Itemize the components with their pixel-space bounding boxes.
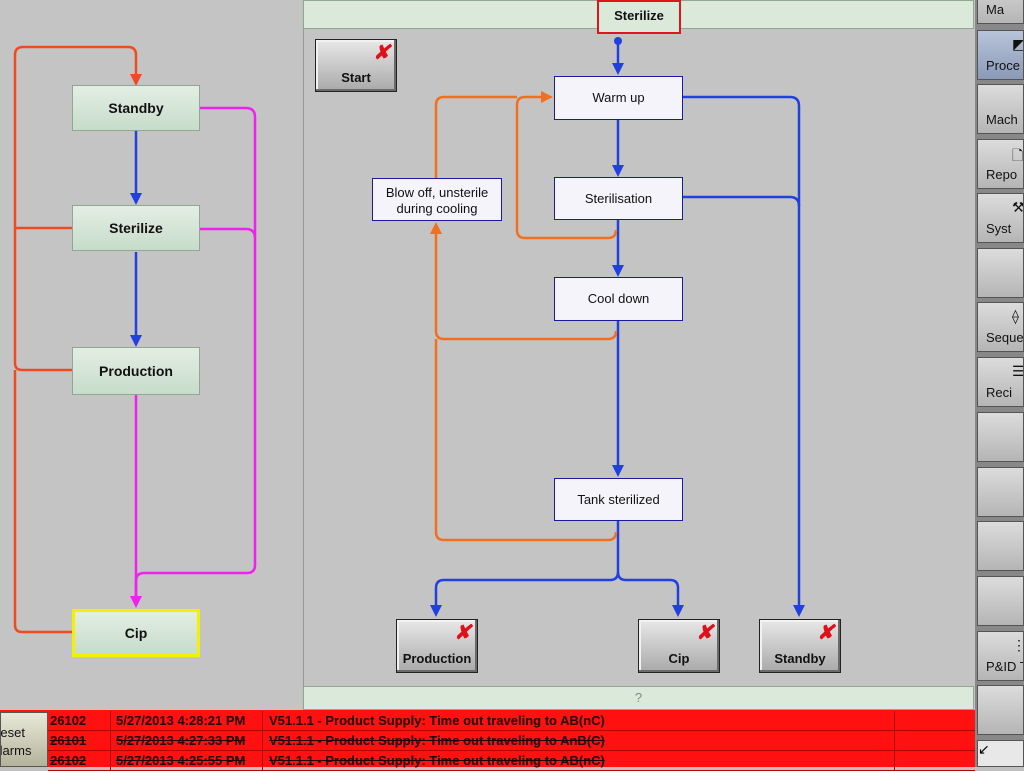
nav-recipe[interactable]: Reci☰ [977,357,1024,407]
alarm-id: 26102 [50,713,87,728]
reset-alarms-button[interactable]: Reset Alarms [0,712,48,767]
nav-system[interactable]: Syst⚒ [977,193,1024,243]
state-standby[interactable]: Standby [72,85,200,131]
nav-blank-5[interactable] [977,576,1024,626]
nav-blank-3[interactable] [977,467,1024,517]
step-tank-sterilized[interactable]: Tank sterilized [554,478,683,521]
nav-sequence[interactable]: Seque⟠ [977,302,1024,352]
reset-alarms-line2: Alarms [0,743,32,758]
help-bar[interactable]: ? [303,686,974,710]
x-mark-icon: ✘ [817,622,834,644]
goto-production-button[interactable]: ✘ Production [396,619,478,673]
alarm-text: V51.1.1 - Product Supply: Time out trave… [269,753,605,768]
nav-blank-4[interactable] [977,521,1024,571]
step-blow-off-line1: Blow off, unsterile [385,185,489,200]
start-button[interactable]: ✘ Start [315,39,397,92]
alarm-time: 5/27/2013 4:25:55 PM [116,753,246,768]
alarm-row[interactable]: 26102 5/27/2013 4:25:55 PM V51.1.1 - Pro… [48,751,975,771]
step-cool-down[interactable]: Cool down [554,277,683,321]
page-title: Sterilize [597,0,681,34]
goto-cip-label: Cip [668,651,690,666]
step-blow-off-line2: during cooling [396,201,478,216]
alarm-time: 5/27/2013 4:28:21 PM [116,713,246,728]
start-button-label: Start [341,70,371,85]
nav-blank-1[interactable] [977,248,1024,298]
nav-pid[interactable]: P&ID T⋮⋮ [977,631,1024,681]
goto-production-label: Production [402,651,472,666]
goto-standby-button[interactable]: ✘ Standby [759,619,841,673]
nav-blank-2[interactable] [977,412,1024,462]
reset-alarms-line1: Reset [0,725,25,740]
x-mark-icon: ✘ [454,622,471,644]
nav-reports[interactable]: Repo🗋 [977,139,1024,189]
state-sterilize[interactable]: Sterilize [72,205,200,251]
alarm-text: V51.1.1 - Product Supply: Time out trave… [269,713,605,728]
alarm-row[interactable]: 26101 5/27/2013 4:27:33 PM V51.1.1 - Pro… [48,731,975,751]
step-blow-off[interactable]: Blow off, unsterile during cooling [372,178,502,221]
goto-standby-label: Standby [774,651,826,666]
nav-main[interactable]: Ma [977,0,1024,24]
list-icon: ☰ [1012,363,1024,379]
tools-icon: ⚒ [1012,199,1024,215]
nav-process[interactable]: Proce◩ [977,30,1024,80]
sequence-icon: ⟠ [1012,308,1019,324]
state-cip-active[interactable]: Cip [72,609,200,657]
process-icon: ◩ [1012,36,1024,52]
expand-arrow-icon[interactable]: ↙ [977,740,1024,767]
state-production[interactable]: Production [72,347,200,395]
x-mark-icon: ✘ [373,42,390,64]
nav-blank-6[interactable] [977,685,1024,735]
right-navigation: Ma Proce◩ Mach Repo🗋 Syst⚒ Seque⟠ Reci☰ … [975,0,1024,767]
sequence-flow-connections [430,37,805,617]
alarm-row[interactable]: 26102 5/27/2013 4:28:21 PM V51.1.1 - Pro… [48,711,975,731]
alarm-time: 5/27/2013 4:27:33 PM [116,733,246,748]
alarm-text: V51.1.1 - Product Supply: Time out trave… [269,733,605,748]
grid-icon: ⋮⋮ [1012,637,1023,654]
nav-machine[interactable]: Mach [977,84,1024,134]
step-warm-up[interactable]: Warm up [554,76,683,120]
alarm-list [0,710,975,767]
alarm-id: 26101 [50,733,87,748]
x-mark-icon: ✘ [696,622,713,644]
state-overview-connections [13,45,257,634]
document-icon: 🗋 [1012,147,1024,163]
goto-cip-button[interactable]: ✘ Cip [638,619,720,673]
step-sterilisation[interactable]: Sterilisation [554,177,683,220]
alarm-id: 26102 [50,753,87,768]
